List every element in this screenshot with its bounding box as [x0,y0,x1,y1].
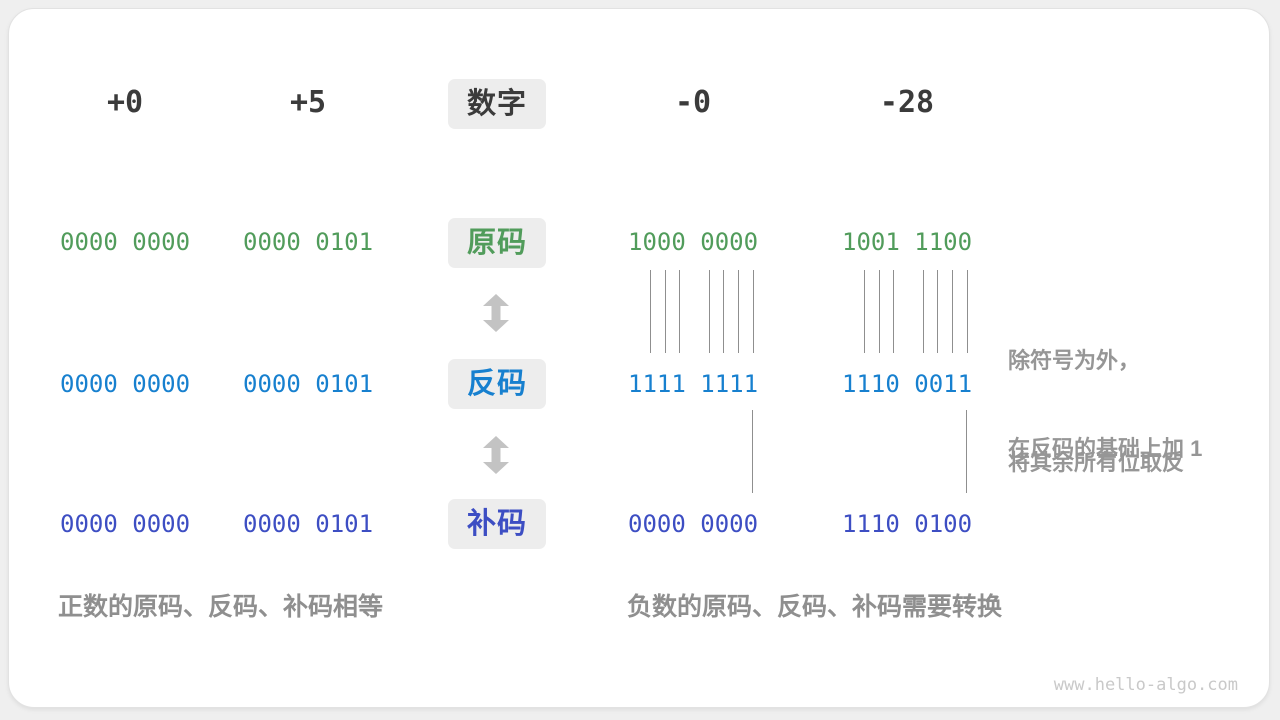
decimal-plus-5: +5 [289,85,327,120]
negative-caption: 负数的原码、反码、补码需要转换 [627,593,1003,621]
tick-gap [901,270,916,353]
sign-magnitude-value: 0000 0000 [60,228,191,256]
add-one-connector [966,410,967,493]
ones-complement-value: 1111 1111 [628,370,759,398]
invert-annotation: 除符号为外， 将其余所有位取反 [1008,276,1184,514]
invert-annotation-line2: 将其余所有位取反 [1008,450,1185,475]
tick-gap [842,270,857,353]
positive-caption: 正数的原码、反码、补码相等 [58,593,384,621]
tick-line [915,270,930,353]
twos-complement-value: 0000 0101 [243,510,374,538]
number-label-badge: 数字 [448,79,546,129]
tick-line [945,270,960,353]
twos-complement-value: 0000 0000 [628,510,759,538]
tick-gap [687,270,702,353]
ones-complement-value: 0000 0000 [60,370,191,398]
tick-line [857,270,872,353]
figure-card [8,8,1270,708]
decimal-minus-0: -0 [674,85,712,120]
tick-line [672,270,687,353]
twos-complement-value: 0000 0000 [60,510,191,538]
tick-line [745,270,760,353]
ones-complement-value: 0000 0101 [243,370,374,398]
watermark: www.hello-algo.com [1053,675,1238,695]
tick-line [701,270,716,353]
tick-gap [628,270,643,353]
add-one-annotation: 在反码的基础上加 1 [1008,436,1203,461]
tick-line [930,270,945,353]
decimal-plus-0: +0 [106,85,144,120]
sign-magnitude-badge: 原码 [448,218,546,268]
sign-magnitude-value: 0000 0101 [243,228,374,256]
tick-line [871,270,886,353]
tick-line [731,270,746,353]
tick-line [959,270,974,353]
bit-invert-connectors [842,270,974,353]
ones-complement-value: 1110 0011 [842,370,973,398]
tick-line [657,270,672,353]
sign-magnitude-value: 1000 0000 [628,228,759,256]
updown-arrow-icon [483,294,509,332]
ones-complement-badge: 反码 [448,359,546,409]
add-one-connector [752,410,753,493]
updown-arrow-icon [483,436,509,474]
sign-magnitude-value: 1001 1100 [842,228,973,256]
twos-complement-value: 1110 0100 [842,510,973,538]
bit-invert-connectors [628,270,760,353]
tick-line [643,270,658,353]
tick-line [886,270,901,353]
twos-complement-badge: 补码 [448,499,546,549]
decimal-minus-28: -28 [879,85,935,120]
tick-line [716,270,731,353]
invert-annotation-line1: 除符号为外， [1008,348,1141,373]
